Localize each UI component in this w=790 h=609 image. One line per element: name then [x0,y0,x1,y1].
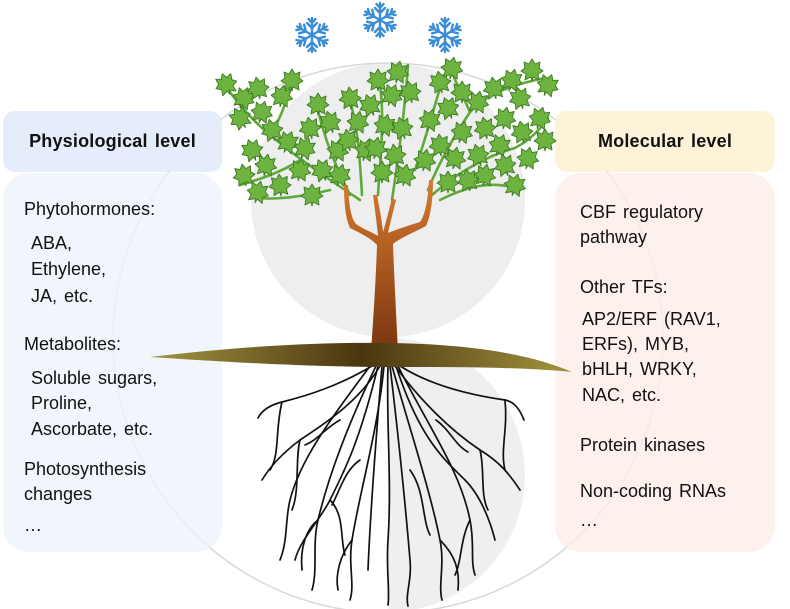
other-tfs-heading: Other TFs: [580,277,668,297]
tf-item: NAC, etc. [582,385,662,405]
physiological-title: Physiological level [29,131,196,151]
molecular-ellipsis: … [580,510,598,530]
tf-item: AP2/ERF (RAV1, [582,309,721,329]
yin-yang-upper [250,62,526,338]
yin-yang-lower [388,338,525,609]
metabolite-item: Proline, [31,393,93,413]
phytohormones-heading: Phytohormones: [24,199,156,219]
metabolite-item: Ascorbate, etc. [31,419,154,439]
photosynthesis-line: Photosynthesis [24,459,147,479]
protein-kinases-line: Protein kinases [580,435,706,455]
physiological-ellipsis: … [24,515,42,535]
physiological-title-box: Physiological level [3,111,222,172]
metabolites-heading: Metabolites: [24,334,122,354]
tf-item: bHLH, WRKY, [582,359,697,379]
molecular-panel [555,173,775,552]
photosynthesis-line: changes [24,484,93,504]
phytohormone-item: JA, etc. [31,286,94,306]
tf-item: ERFs), MYB, [582,334,690,354]
cbf-line: CBF regulatory [580,202,704,222]
ncrna-line: Non-coding RNAs [580,481,727,501]
metabolite-item: Soluble sugars, [31,368,158,388]
cbf-line: pathway [580,227,648,247]
molecular-title-box: Molecular level [555,111,775,172]
phytohormone-item: Ethylene, [31,259,107,279]
molecular-title: Molecular level [597,131,733,151]
phytohormone-item: ABA, [31,233,73,253]
